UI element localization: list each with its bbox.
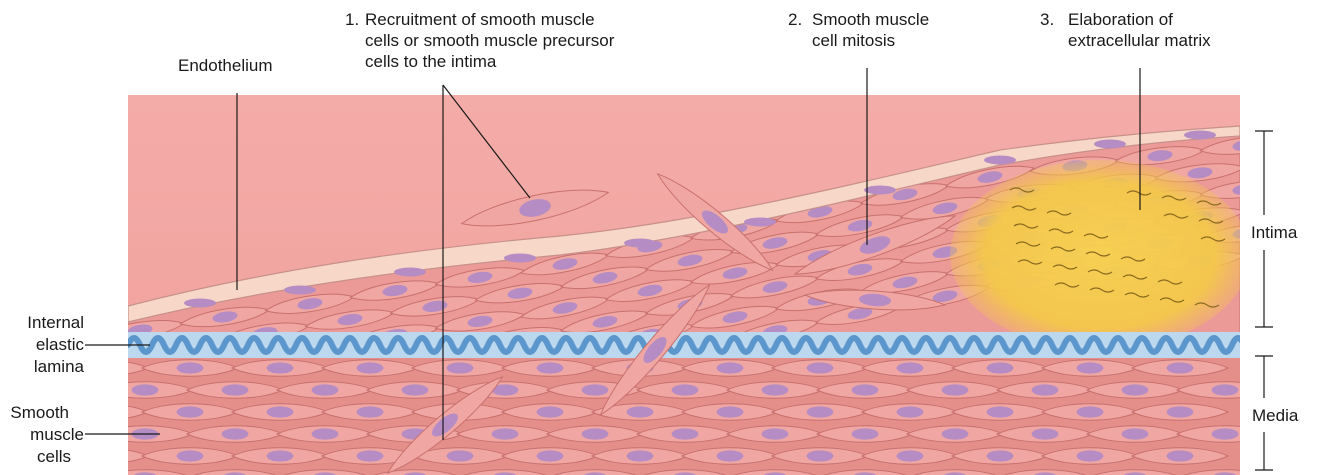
- step2-line-2: cell mitosis: [812, 30, 895, 51]
- endothelial-nucleus: [1184, 131, 1216, 140]
- endothelial-nucleus: [394, 268, 426, 277]
- endothelial-nucleus: [984, 156, 1016, 165]
- smc-line-3: cells: [37, 446, 71, 467]
- step3-line-1: Elaboration of: [1068, 9, 1173, 30]
- endothelial-nucleus: [1094, 140, 1126, 149]
- label-endothelium: Endothelium: [178, 55, 273, 76]
- step3-number: 3.: [1040, 9, 1054, 30]
- endothelial-nucleus: [624, 239, 656, 248]
- iel-line-2: elastic: [36, 334, 84, 355]
- endothelial-nucleus: [284, 286, 316, 295]
- step1-line-3: cells to the intima: [365, 51, 496, 72]
- iel-line-3: lamina: [34, 356, 84, 377]
- label-media: Media: [1252, 405, 1298, 426]
- endothelial-nucleus: [744, 218, 776, 227]
- step1-number: 1.: [345, 9, 359, 30]
- endothelial-nucleus: [504, 254, 536, 263]
- step1-line-2: cells or smooth muscle precursor: [365, 30, 614, 51]
- endothelial-nucleus: [184, 299, 216, 308]
- step2-number: 2.: [788, 9, 802, 30]
- label-intima: Intima: [1251, 222, 1297, 243]
- step3-line-2: extracellular matrix: [1068, 30, 1211, 51]
- step2-line-1: Smooth muscle: [812, 9, 929, 30]
- step1-line-1: Recruitment of smooth muscle: [365, 9, 595, 30]
- iel-line-1: Internal: [27, 312, 84, 333]
- smc-line-2: muscle: [30, 424, 84, 445]
- endothelial-nucleus: [864, 186, 896, 195]
- smc-line-1: Smooth: [10, 402, 69, 423]
